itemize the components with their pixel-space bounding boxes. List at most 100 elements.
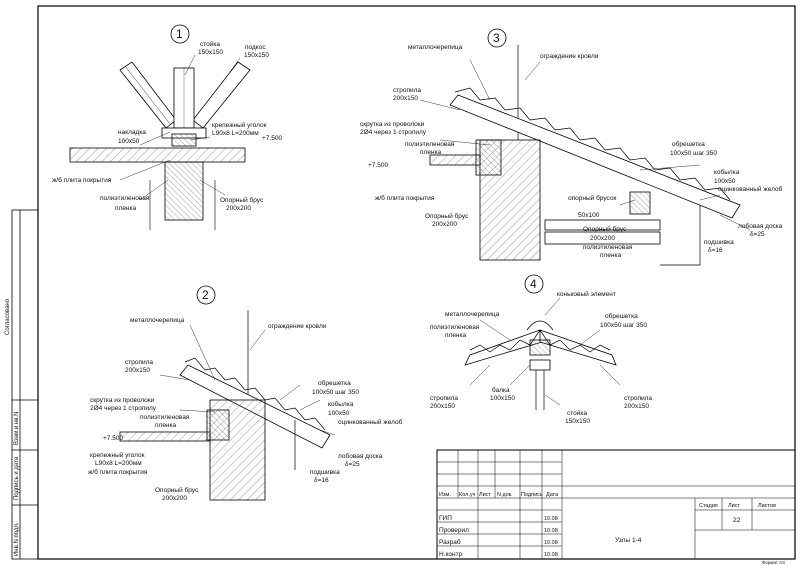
- tb-sheet-label: Лист: [728, 503, 740, 509]
- d4-stoyka-1: стойка: [567, 409, 587, 417]
- detail-2-number: 2: [202, 288, 209, 302]
- d3-zhelob: оцинкованный желоб: [718, 185, 783, 193]
- d3-brusok-1: опорный брусок: [568, 194, 616, 202]
- d3-plenka-1: полиэтиленовая: [405, 141, 455, 148]
- d4-stropila-l-2: 200x150: [430, 403, 455, 410]
- detail-4: 4 коньковый элемент металлочерепица поли…: [430, 274, 652, 425]
- tb-role-2: Разраб: [439, 538, 461, 546]
- d3-stropila-2: 200x150: [393, 95, 418, 102]
- tb-h-kolvo: Кол.уч: [459, 492, 476, 498]
- d2-skrutka-1: скрутка из проволоки: [90, 397, 155, 404]
- d4-stropila-r-2: 200x150: [624, 403, 649, 410]
- d2-brus-1: Опорный брус: [155, 486, 199, 494]
- d4-stropila-l-1: стропила: [430, 395, 458, 402]
- d2-ugolok-1: крепежный уголок: [90, 451, 145, 459]
- d3-brusok-2: 50x100: [578, 212, 600, 219]
- side-podpis: Подпись и дата: [14, 456, 20, 500]
- d3-podshivka-1: подшивка: [704, 239, 734, 246]
- d2-kobylka-1: кобылка: [328, 400, 354, 408]
- d3-lobovaya-1: лобовая доска: [738, 222, 783, 230]
- d1-nakladka-1: накладка: [118, 129, 146, 136]
- tb-h-izm: Изм.: [439, 492, 451, 498]
- d3-skrutka-1: скрутка из проволоки: [360, 121, 425, 128]
- tb-date-0: 10.08: [544, 516, 558, 522]
- d2-kobylka-2: 100x50: [328, 410, 350, 417]
- d3-level: +7.500: [368, 162, 388, 169]
- d4-plenka-2: пленка: [445, 332, 467, 339]
- d3-stropila-1: стропила: [393, 87, 421, 94]
- d3-lobovaya-2: δ=25: [750, 231, 765, 238]
- d4-plenka-1: полиэтиленовая: [430, 324, 480, 331]
- d2-stropila-1: стропила: [125, 359, 153, 366]
- d3-plenka2-1: полиэтиленовая: [583, 244, 633, 251]
- d2-obreshetka-1: обрешетка: [318, 379, 351, 387]
- d4-metall: металлочерепица: [445, 311, 500, 318]
- d4-balka-2: 100x150: [490, 395, 515, 402]
- detail-3-number: 3: [493, 31, 500, 45]
- tb-role-1: Проверил: [439, 527, 469, 534]
- d1-plita: ж/б плита покрытия: [52, 176, 112, 184]
- d3-obreshetka-1: обрешетка: [672, 140, 705, 148]
- d3-ograzhdenie: ограждение кровли: [540, 53, 599, 60]
- d3-podshivka-2: δ=16: [708, 247, 723, 254]
- d2-stropila-2: 200x150: [125, 367, 150, 374]
- d2-plita: ж/б плита покрытия: [88, 468, 148, 476]
- d4-stropila-r-1: стропила: [624, 395, 652, 402]
- d2-level: +7.500: [103, 435, 123, 442]
- tb-sheet-value: 22: [733, 517, 741, 524]
- tb-format: Формат А3: [762, 560, 785, 565]
- tb-date-2: 10.08: [544, 540, 558, 546]
- detail-1-number: 1: [176, 27, 183, 41]
- tb-h-list: Лист: [479, 492, 491, 498]
- d3-skrutka-2: 2Ø4 через 1 стропилу: [360, 129, 427, 136]
- d4-stoyka-2: 150x150: [565, 418, 590, 425]
- side-inv: Инв.N подл.: [14, 522, 20, 556]
- tb-h-ndok: N док.: [497, 492, 513, 498]
- tb-title: Узлы 1-4: [615, 537, 642, 544]
- d1-plenka-2: пленка: [115, 205, 137, 212]
- d2-lobovaya-2: δ=25: [345, 461, 360, 468]
- d2-metall: металлочерепица: [130, 317, 185, 324]
- d3-metall: металлочерепица: [408, 44, 463, 51]
- side-agreed: Согласовано: [5, 298, 11, 335]
- d3-plita: ж/б плита покрытия: [375, 194, 435, 202]
- d1-stoyka-2: 150x150: [198, 49, 223, 56]
- d2-podshivka-2: δ=16: [314, 477, 329, 484]
- tb-role-0: ГИП: [439, 515, 452, 522]
- d1-podkos-2: 150x150: [244, 52, 269, 59]
- d2-ograzhdenie: ограждение кровли: [268, 323, 327, 330]
- d2-plenka-2: пленка: [155, 422, 177, 429]
- tb-role-3: Н.контр: [439, 551, 463, 558]
- d2-ugolok-2: L90x8 L=200мм: [95, 460, 142, 467]
- d2-brus-2: 200x200: [162, 495, 187, 502]
- d3-kobylka-2: 100x50: [714, 178, 736, 185]
- d3-brus2-1: Опорный брус: [583, 225, 627, 233]
- d3-brus2-2: 200x200: [590, 235, 615, 242]
- tb-date-1: 10.08: [544, 528, 558, 534]
- tb-sheets-label: Листов: [758, 503, 776, 509]
- side-block: [11, 209, 39, 560]
- side-vzam: Взам.и нв.N: [14, 412, 20, 445]
- d3-brus-2: 200x200: [432, 221, 457, 228]
- d1-brus-1: Опорный брус: [220, 196, 264, 204]
- d2-obreshetka-2: 100x50 шаг 350: [312, 389, 359, 396]
- d1-brus-2: 200x200: [226, 205, 251, 212]
- d3-kobylka-1: кобылка: [714, 168, 740, 176]
- detail-1-marker: [170, 24, 190, 44]
- d2-podshivka-1: подшивка: [310, 469, 340, 476]
- detail-2: 2 металлочерепица ограждение кровли стро…: [88, 285, 403, 502]
- detail-3: 3 металлочерепица ограждение кровли стро…: [360, 28, 783, 266]
- d2-zhelob: оцинкованный желоб: [338, 418, 403, 426]
- d3-obreshetka-2: 100x50 шаг 350: [670, 150, 717, 157]
- d2-lobovaya-1: лобовая доска: [338, 452, 383, 460]
- tb-h-data: Дата: [546, 492, 559, 498]
- detail-4-number: 4: [530, 277, 537, 291]
- d1-ugolok-2: L90x8 L=200мм: [212, 130, 259, 137]
- d1-stoyka-1: стойка: [200, 40, 220, 48]
- d3-plenka2-2: пленка: [600, 252, 622, 259]
- d4-konek: коньковый элемент: [557, 290, 616, 298]
- d1-ugolok-1: крепежный уголок: [212, 121, 267, 129]
- tb-date-3: 10.08: [544, 552, 558, 558]
